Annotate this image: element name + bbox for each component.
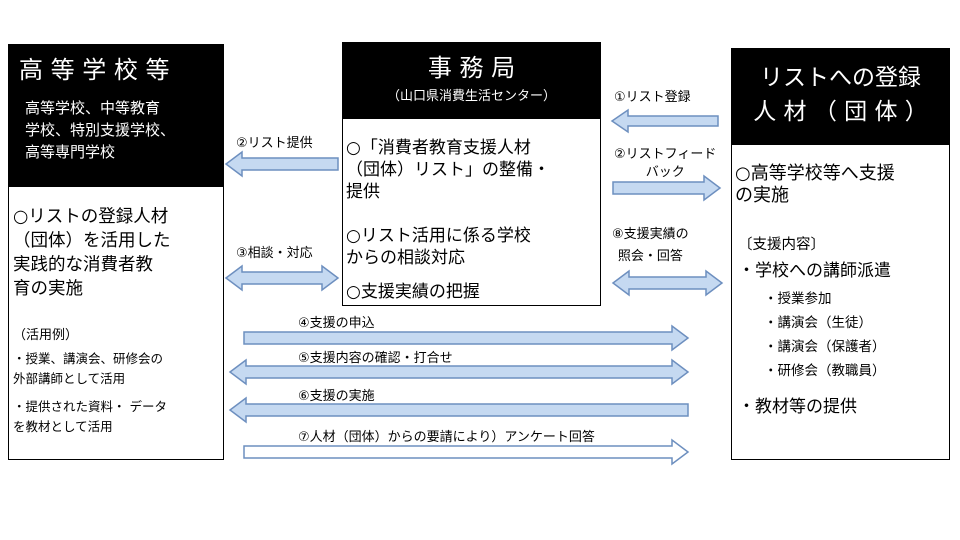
secretariat-box: 事 務 局 （山口県消費生活センター） ○「消費者教育支援人材 （団体）リスト」…	[342, 42, 601, 306]
label-list-feedback: ②リストフィード バック	[614, 147, 717, 180]
arrow-support-record	[611, 269, 724, 297]
registered-personnel-title: リストへの登録 人 材 （ 団 体 ）	[753, 65, 928, 125]
example-item-materials: ・提供された資料・ データ を教材として活用	[13, 399, 167, 434]
high-school-title: 高 等 学 校 等	[19, 56, 170, 84]
arrow-consultation	[224, 264, 340, 292]
secretariat-title: 事 務 局	[427, 54, 516, 82]
label-list-registration: ①リスト登録	[614, 90, 691, 105]
registered-personnel-box: リストへの登録 人 材 （ 団 体 ） ○高等学校等へ支援 の実施 〔支援内容〕…	[731, 48, 950, 460]
registered-personnel-main-text: ○高等学校等へ支援 の実施	[735, 163, 895, 206]
support-sub-staff: ・研修会（教職員）	[764, 363, 886, 379]
arrow-implementation	[228, 396, 689, 424]
arrow-list-feedback	[612, 174, 722, 202]
registered-personnel-header: リストへの登録 人 材 （ 団 体 ）	[732, 49, 949, 145]
high-school-box: 高 等 学 校 等 高等学校、中等教育 学校、特別支援学校、 高等専門学校 ○リ…	[8, 44, 224, 460]
support-sub-students: ・講演会（生徒）	[764, 315, 872, 331]
secretariat-item-record: ○支援実績の把握	[346, 282, 480, 302]
support-heading: 〔支援内容〕	[738, 237, 825, 253]
support-materials: ・教材等の提供	[738, 397, 857, 417]
support-sub-class: ・授業参加	[764, 291, 832, 307]
label-application: ④支援の申込	[298, 316, 375, 331]
arrow-list-provide	[224, 150, 339, 178]
arrow-survey	[243, 438, 690, 466]
high-school-header: 高 等 学 校 等 高等学校、中等教育 学校、特別支援学校、 高等専門学校	[9, 45, 223, 187]
label-support-record: ⑧支援実績の 照会・回答	[612, 227, 689, 264]
high-school-main-text: ○リストの登録人材 （団体）を活用した 実践的な消費者教 育の実施	[13, 207, 171, 299]
example-heading: （活用例）	[13, 328, 79, 343]
label-confirmation: ⑤支援内容の確認・打合せ	[298, 351, 453, 366]
support-sub-parents: ・講演会（保護者）	[764, 339, 886, 355]
label-survey: ⑦人材（団体）からの要請により）アンケート回答	[298, 430, 595, 445]
secretariat-item-list: ○「消費者教育支援人材 （団体）リスト」の整備・ 提供	[346, 138, 550, 202]
arrow-confirmation	[228, 358, 690, 386]
arrow-application	[243, 324, 690, 352]
secretariat-item-consult: ○リスト活用に係る学校 からの相談対応	[346, 226, 531, 268]
label-implementation: ⑥支援の実施	[298, 389, 375, 404]
secretariat-header: 事 務 局 （山口県消費生活センター）	[343, 43, 600, 119]
example-item-lecturer: ・授業、講演会、研修会の 外部講師として活用	[13, 351, 164, 386]
label-consultation: ③相談・対応	[236, 246, 313, 261]
high-school-subtitle: 高等学校、中等教育 学校、特別支援学校、 高等専門学校	[25, 99, 176, 161]
secretariat-subtitle: （山口県消費生活センター）	[386, 89, 556, 104]
support-dispatch: ・学校への講師派遣	[738, 261, 891, 281]
arrow-list-registration	[610, 108, 719, 134]
label-list-provide: ②リスト提供	[236, 136, 313, 151]
